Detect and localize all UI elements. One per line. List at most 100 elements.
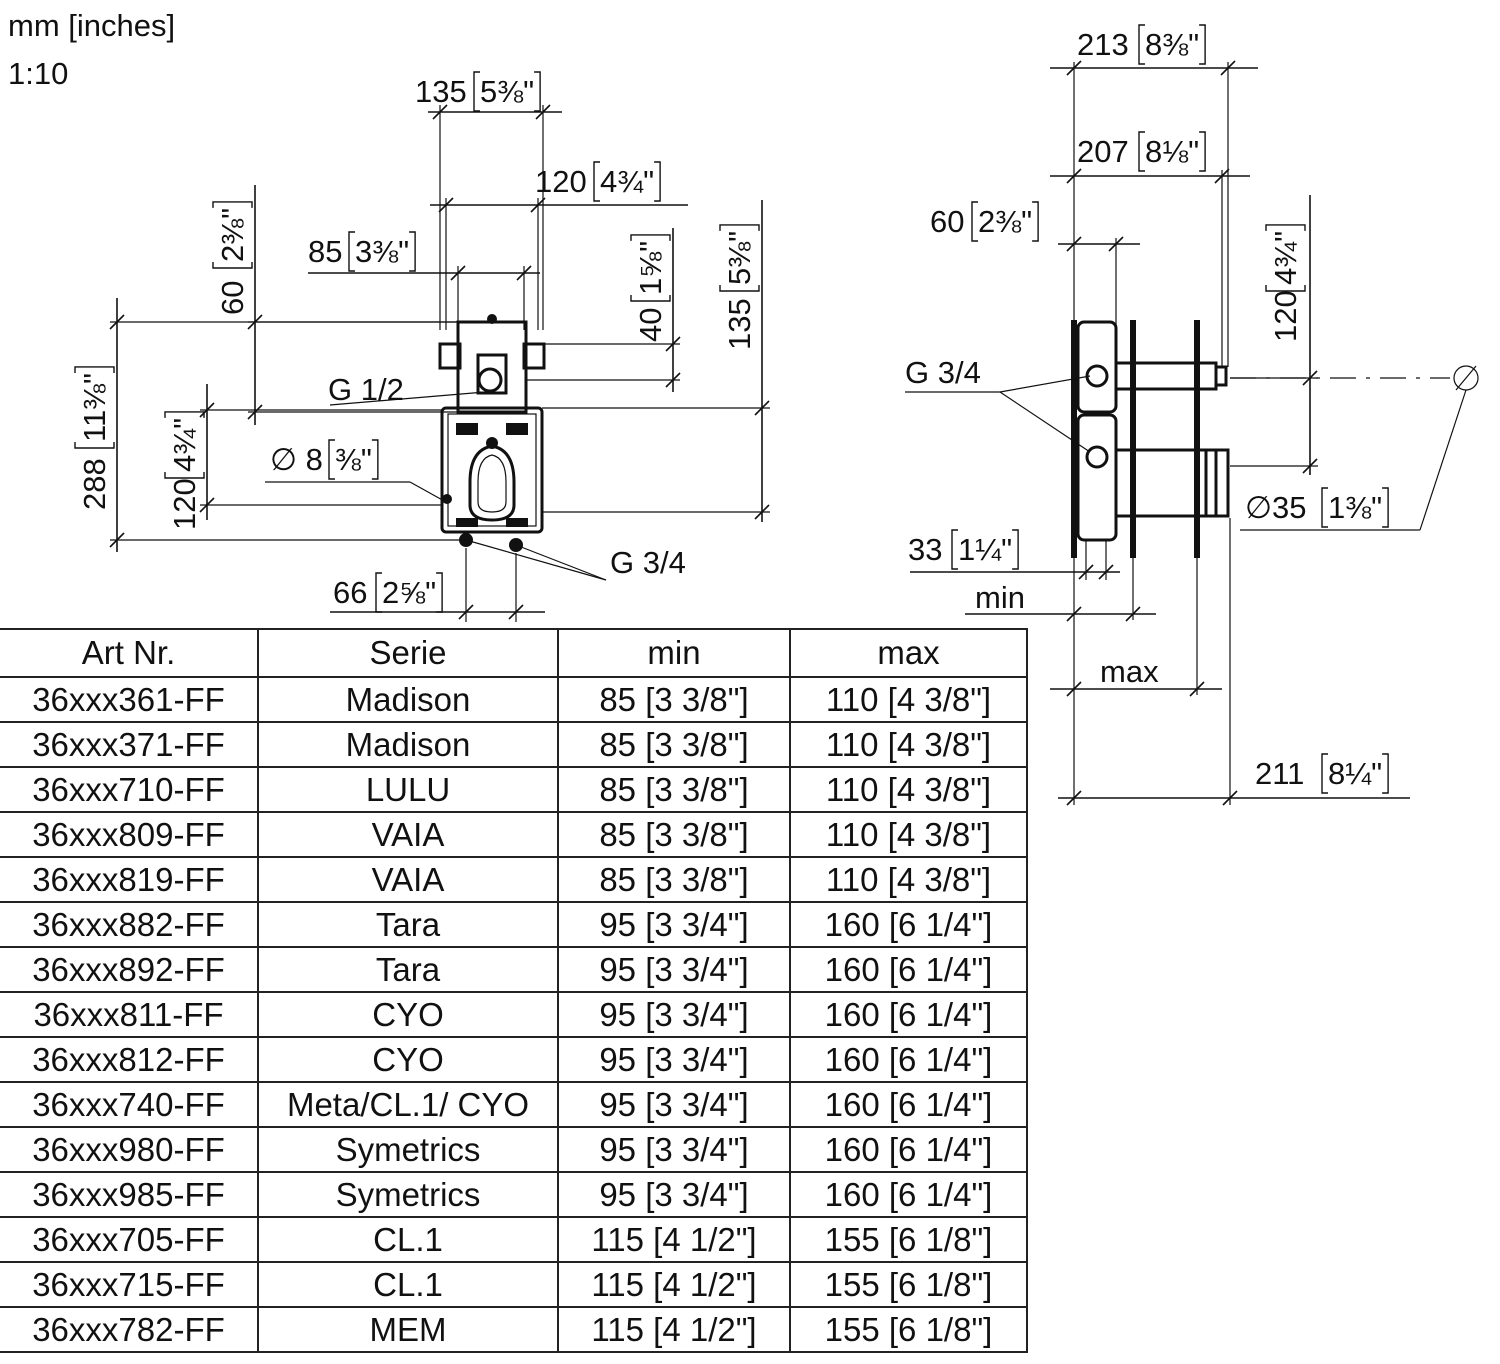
dim-85-inch: 3⅜": [355, 234, 409, 269]
cell-min: 115 [4 1/2"]: [557, 1216, 791, 1263]
cell-max: 155 [6 1/8"]: [789, 1261, 1028, 1308]
cell-max: 160 [6 1/4"]: [789, 1036, 1028, 1083]
cell-max: 160 [6 1/4"]: [789, 991, 1028, 1038]
cell-art-nr: 36xxx811-FF: [0, 991, 259, 1038]
cell-art-nr: 36xxx371-FF: [0, 721, 259, 768]
dim-213-label: 213: [1077, 27, 1129, 62]
dim-120-left-label: 120: [167, 478, 202, 530]
dim-60-side-label: 60: [930, 204, 964, 239]
dim-207-label: 207: [1077, 134, 1129, 169]
dim-60-label: 60: [215, 281, 250, 315]
inch-bracket: [719, 224, 760, 292]
cell-min: 95 [3 3/4"]: [557, 901, 791, 948]
cell-serie: CYO: [257, 991, 559, 1038]
dim-211-label: 211: [1255, 756, 1304, 791]
cell-art-nr: 36xxx809-FF: [0, 811, 259, 858]
g34-front-label: G 3/4: [610, 545, 686, 580]
dia35-inch: 1⅜": [1328, 490, 1382, 525]
cell-serie: CL.1: [257, 1261, 559, 1308]
dim-120-side-label: 120: [1268, 290, 1303, 342]
dim-120-top-inch: 4¾": [600, 164, 654, 199]
cell-min: 95 [3 3/4"]: [557, 1036, 791, 1083]
cell-min: 85 [3 3/8"]: [557, 811, 791, 858]
header-min: min: [557, 628, 791, 678]
cell-max: 110 [4 3/8"]: [789, 766, 1028, 813]
cell-art-nr: 36xxx710-FF: [0, 766, 259, 813]
g12-label: G 1/2: [328, 372, 404, 407]
dim-135-right-inch: 5⅜": [722, 231, 757, 285]
side-view: 213 8⅜" 207 8⅛" 60 2⅜" 120 4¾" G 3/4 ∅35…: [905, 24, 1479, 806]
cell-min: 95 [3 3/4"]: [557, 991, 791, 1038]
dim-207-inch: 8⅛": [1145, 134, 1199, 169]
cell-min: 95 [3 3/4"]: [557, 946, 791, 993]
units-label: mm [inches]: [8, 8, 175, 43]
cell-art-nr: 36xxx892-FF: [0, 946, 259, 993]
dim-66-inch: 2⅝": [382, 575, 436, 610]
inch-bracket: [74, 366, 115, 449]
dim-288-inch: 11⅜": [77, 373, 112, 442]
cell-art-nr: 36xxx819-FF: [0, 856, 259, 903]
dim-max-label: max: [1100, 654, 1159, 689]
cell-serie: Madison: [257, 676, 559, 723]
cell-max: 160 [6 1/4"]: [789, 901, 1028, 948]
dim-135-right-label: 135: [722, 298, 757, 350]
dimension-lines-side: [905, 60, 1467, 806]
dim-60-side-inch: 2⅜": [978, 204, 1032, 239]
dim-288-label: 288: [77, 458, 112, 510]
inch-bracket: [593, 161, 661, 202]
dim-min-label: min: [975, 580, 1025, 615]
cell-min: 115 [4 1/2"]: [557, 1261, 791, 1308]
dim-120-top-label: 120: [535, 164, 587, 199]
scale-label: 1:10: [8, 56, 68, 91]
inch-bracket: [1321, 753, 1389, 794]
header-serie: Serie: [257, 628, 559, 678]
dia35-label: ∅35: [1245, 490, 1307, 525]
inch-bracket: [473, 71, 541, 112]
valve-body-side: [1071, 320, 1479, 558]
cell-serie: CYO: [257, 1036, 559, 1083]
cell-serie: Tara: [257, 901, 559, 948]
dim-40-label: 40: [633, 308, 668, 342]
cell-min: 95 [3 3/4"]: [557, 1126, 791, 1173]
inch-bracket: [328, 439, 379, 480]
cell-max: 110 [4 3/8"]: [789, 721, 1028, 768]
dim-40-inch: 1⅝": [633, 241, 668, 295]
cell-art-nr: 36xxx985-FF: [0, 1171, 259, 1218]
cell-art-nr: 36xxx715-FF: [0, 1261, 259, 1308]
cell-art-nr: 36xxx740-FF: [0, 1081, 259, 1128]
cell-serie: Meta/CL.1/ CYO: [257, 1081, 559, 1128]
cell-serie: Symetrics: [257, 1126, 559, 1173]
dim-120-side-inch: 4¾": [1268, 231, 1303, 285]
dim-66-label: 66: [333, 575, 367, 610]
cell-max: 160 [6 1/4"]: [789, 1126, 1028, 1173]
front-view: 135 5⅜" 120 4¾" 85 3⅜" 60 2⅜" 40 1⅝" 135…: [74, 71, 770, 622]
cell-max: 110 [4 3/8"]: [789, 676, 1028, 723]
cell-max: 110 [4 3/8"]: [789, 856, 1028, 903]
cell-serie: LULU: [257, 766, 559, 813]
valve-body-front: [438, 314, 546, 552]
cell-max: 160 [6 1/4"]: [789, 946, 1028, 993]
dim-85-label: 85: [308, 234, 342, 269]
cell-art-nr: 36xxx361-FF: [0, 676, 259, 723]
inch-bracket: [1138, 131, 1206, 172]
table-header-row: Art Nr. Serie min max: [0, 628, 1028, 678]
dim-213-inch: 8⅜": [1145, 27, 1199, 62]
cell-serie: Symetrics: [257, 1171, 559, 1218]
inch-bracket: [348, 231, 416, 272]
cell-art-nr: 36xxx705-FF: [0, 1216, 259, 1263]
cell-min: 95 [3 3/4"]: [557, 1081, 791, 1128]
dim-135-label: 135: [415, 74, 467, 109]
dia8-label: ∅ 8: [270, 442, 323, 477]
inch-bracket: [951, 529, 1019, 570]
